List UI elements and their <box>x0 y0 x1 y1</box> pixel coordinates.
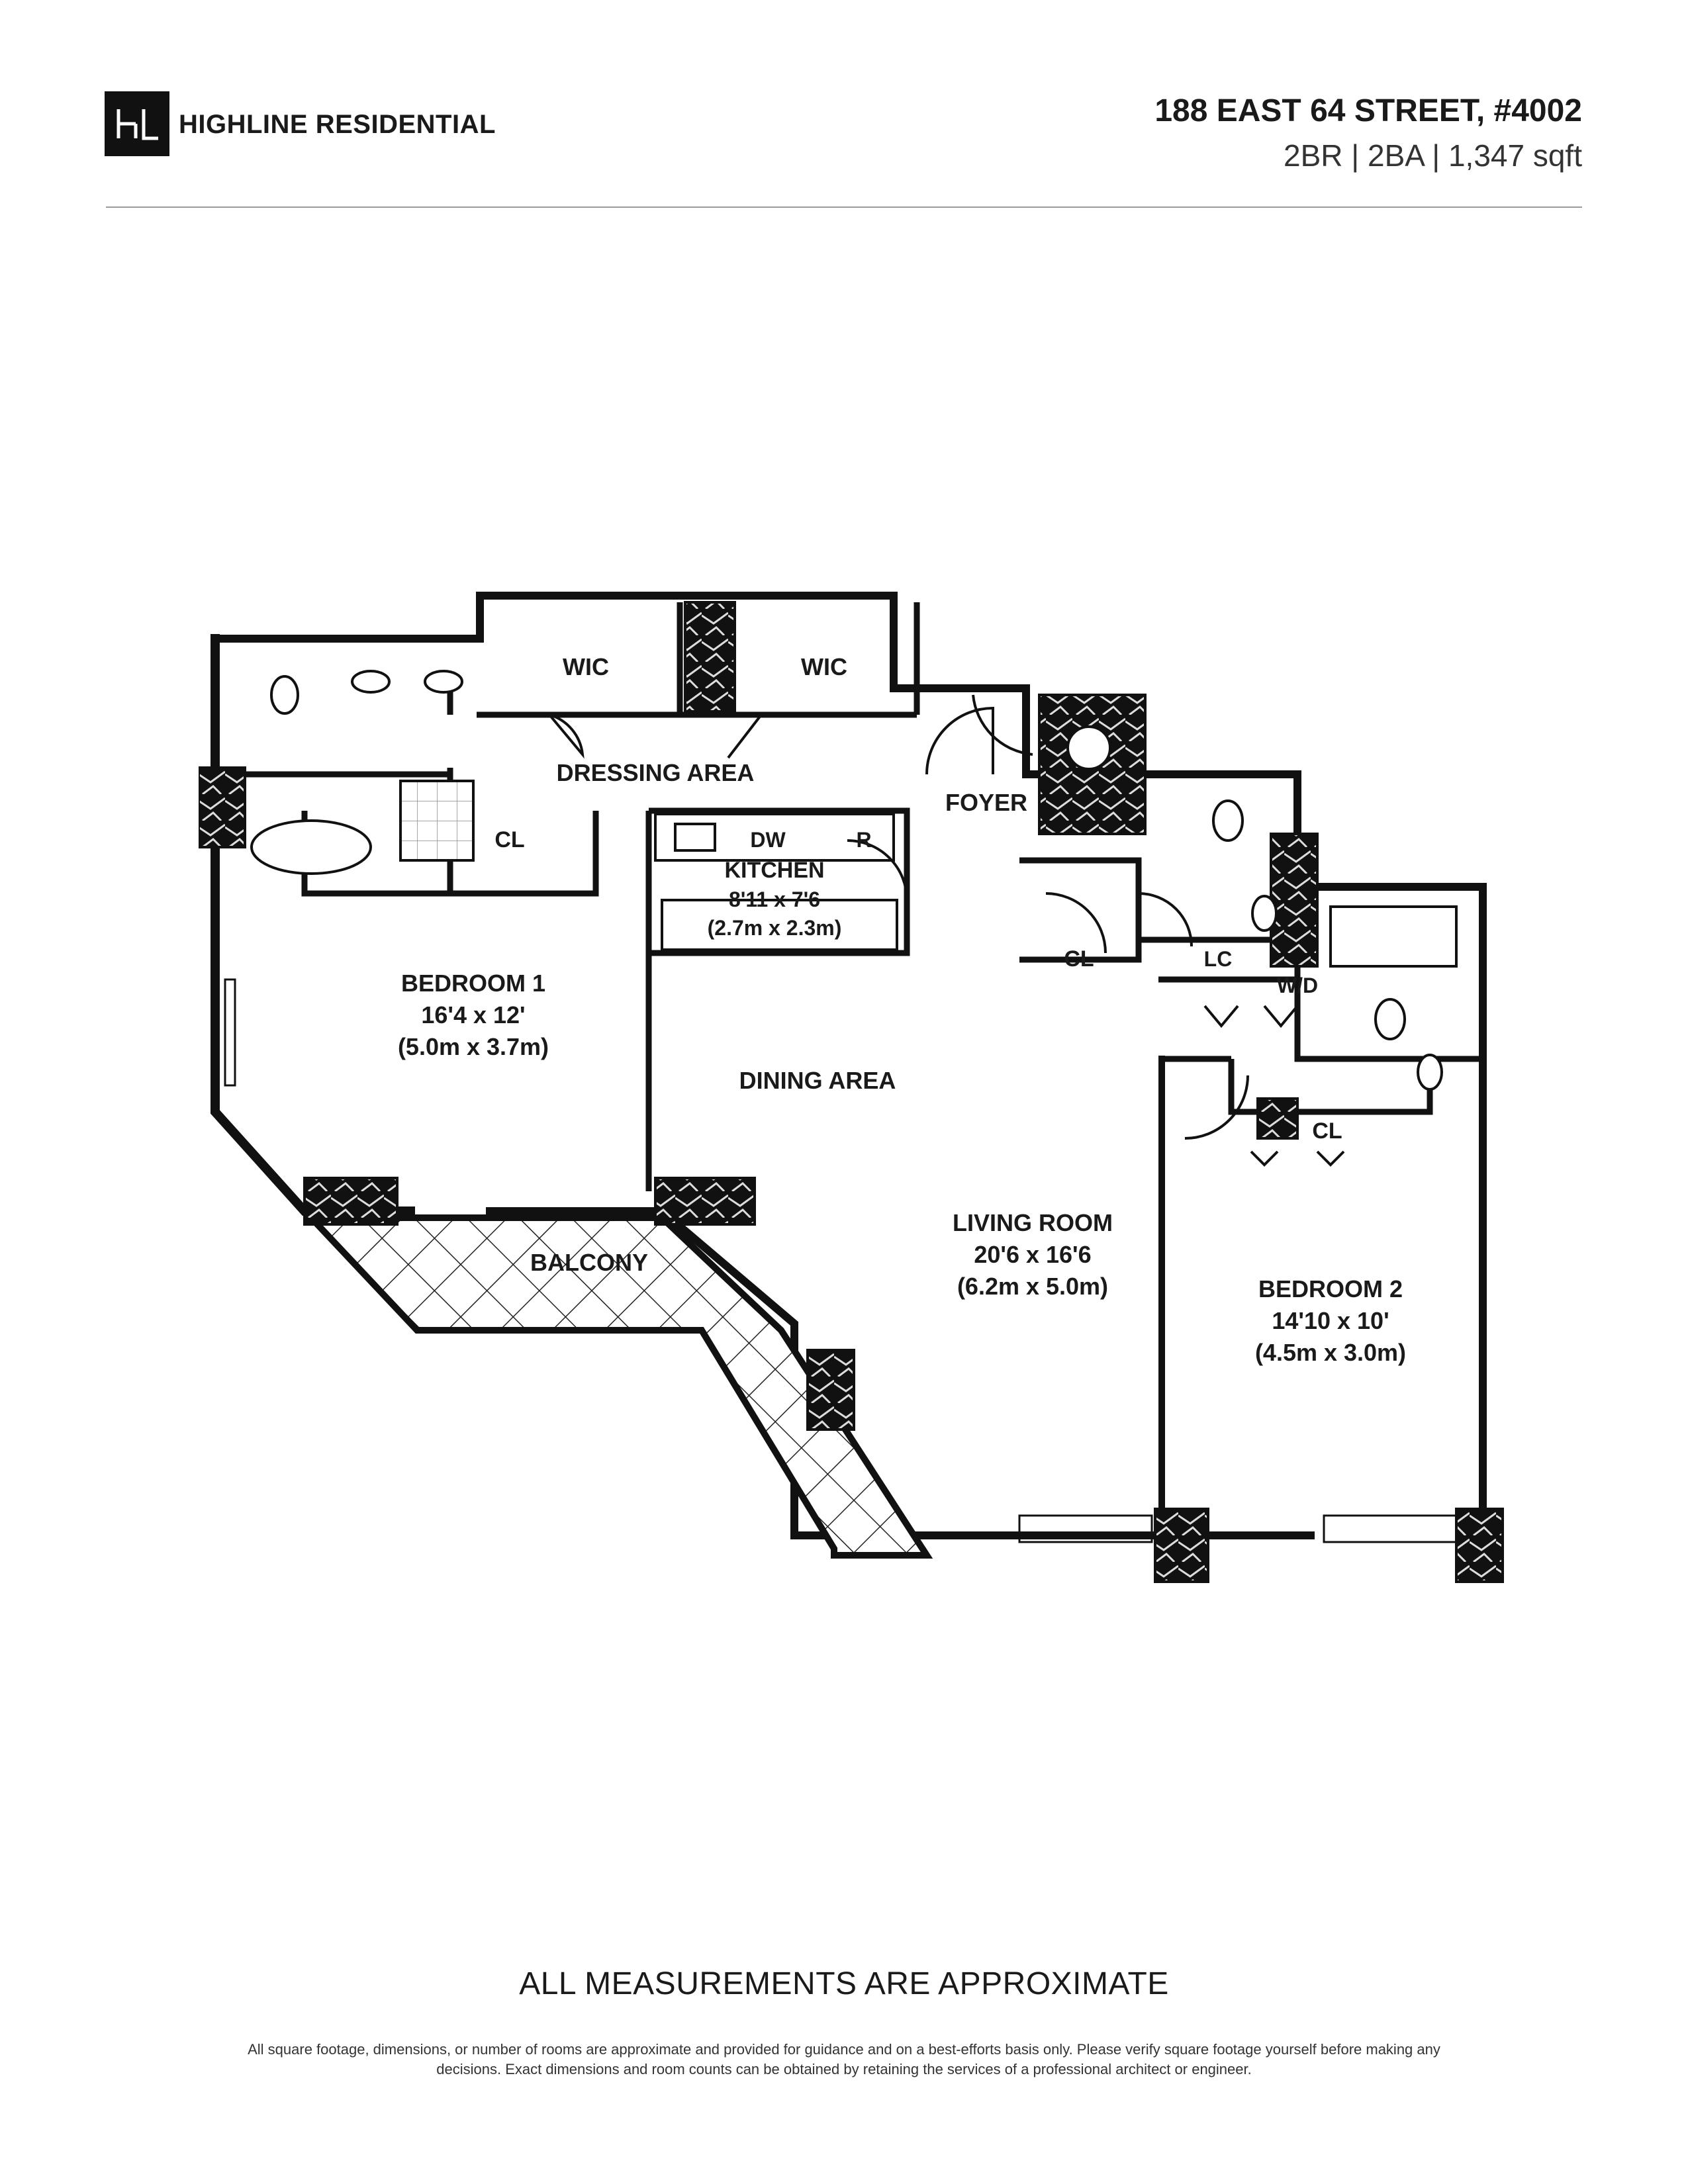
label-living-room: LIVING ROOM <box>953 1209 1113 1236</box>
hl-logo-icon <box>117 109 158 140</box>
floor-plan-drawing: WIC WIC DRESSING AREA FOYER CL DW R KITC… <box>197 592 1504 1583</box>
disclaimer-line-1: All square footage, dimensions, or numbe… <box>248 2041 1440 2058</box>
label-washer-dryer: W/D <box>1277 974 1318 997</box>
label-refrigerator: R <box>856 828 871 852</box>
label-bedroom-2: BEDROOM 2 <box>1258 1275 1403 1302</box>
kitchen-counters <box>654 813 898 951</box>
label-foyer: FOYER <box>945 789 1027 816</box>
label-dining-area: DINING AREA <box>739 1067 896 1094</box>
disclaimer-line-2: decisions. Exact dimensions and room cou… <box>436 2061 1252 2077</box>
label-bedroom-1-dim-imperial: 16'4 x 12' <box>421 1001 525 1028</box>
label-bedroom-1-dim-metric: (5.0m x 3.7m) <box>398 1033 549 1060</box>
label-closet-bedroom-1: CL <box>494 827 524 852</box>
label-living-room-dim-metric: (6.2m x 5.0m) <box>957 1273 1108 1300</box>
label-living-room-dim-imperial: 20'6 x 16'6 <box>974 1241 1091 1268</box>
brand-logo <box>105 91 169 156</box>
label-wic-1: WIC <box>563 653 609 680</box>
label-linen-closet: LC <box>1204 947 1233 971</box>
label-bedroom-2-dim-metric: (4.5m x 3.0m) <box>1255 1339 1406 1366</box>
door-swings <box>548 694 1345 1167</box>
label-balcony: BALCONY <box>530 1249 648 1276</box>
legal-disclaimer: All square footage, dimensions, or numbe… <box>132 2040 1556 2079</box>
label-dressing-area: DRESSING AREA <box>557 759 755 786</box>
label-dishwasher: DW <box>750 828 786 852</box>
label-closet-bedroom-2: CL <box>1312 1118 1342 1144</box>
label-bedroom-1: BEDROOM 1 <box>401 970 545 997</box>
label-bedroom-2-dim-imperial: 14'10 x 10' <box>1272 1307 1389 1334</box>
header-divider <box>106 206 1582 208</box>
listing-address: 188 EAST 64 STREET, #4002 <box>1154 93 1582 128</box>
measurement-notice: ALL MEASUREMENTS ARE APPROXIMATE <box>519 1966 1169 2001</box>
brand-name: HIGHLINE RESIDENTIAL <box>179 110 496 139</box>
label-kitchen-dim-metric: (2.7m x 2.3m) <box>708 916 842 940</box>
label-closet-foyer: CL <box>1064 946 1094 972</box>
listing-specs: 2BR | 2BA | 1,347 sqft <box>1284 138 1582 173</box>
label-kitchen-dim-imperial: 8'11 x 7'6 <box>729 887 820 911</box>
floor-plan: WIC WIC DRESSING AREA FOYER CL DW R KITC… <box>197 582 1509 1602</box>
structural-columns <box>197 601 1504 1583</box>
label-wic-2: WIC <box>801 653 847 680</box>
balcony-area <box>303 1214 933 1559</box>
windows <box>224 978 1458 1543</box>
label-kitchen: KITCHEN <box>724 858 824 883</box>
bathroom-fixtures <box>250 670 1458 1091</box>
